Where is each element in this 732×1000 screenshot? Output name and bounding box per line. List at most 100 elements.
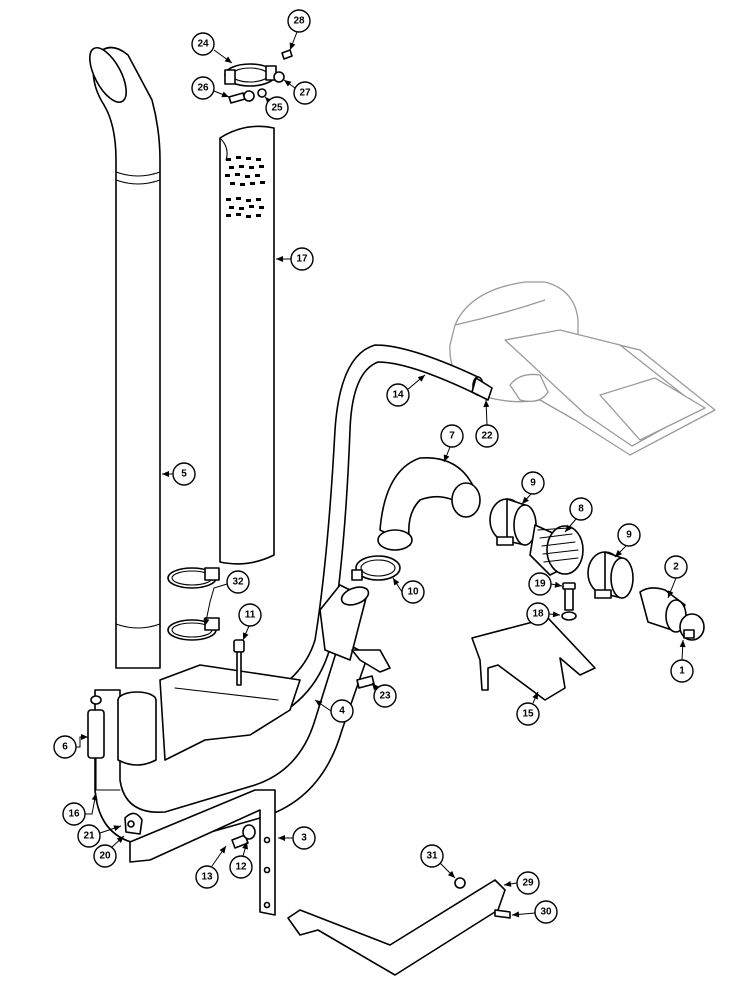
callout-arrowhead: [372, 683, 379, 691]
callout-circle: [526, 602, 550, 626]
callout-c6: 6: [53, 734, 88, 759]
callout-arrowhead: [483, 400, 490, 408]
callout-c32: 32: [203, 570, 250, 627]
callout-c28: 28: [287, 9, 311, 51]
callout-number: 22: [481, 431, 493, 442]
callout-circle: [191, 32, 215, 56]
callout-c25: 25: [264, 96, 289, 120]
callout-c10: 10: [392, 577, 425, 604]
callout-circle: [440, 424, 464, 448]
callout-arrowhead: [447, 870, 455, 878]
callout-circle: [516, 702, 540, 726]
callout-number: 9: [530, 478, 536, 489]
callout-number: 19: [534, 579, 546, 590]
callout-layer: 1234567899101112131415161718192021222324…: [53, 9, 694, 924]
callout-circle: [265, 96, 289, 120]
callout-number: 8: [578, 504, 584, 515]
callout-c13: 13: [195, 845, 227, 889]
callout-circle: [569, 497, 593, 521]
callout-c9a: 9: [521, 471, 545, 505]
bolts-and-washer: [231, 639, 375, 849]
callout-arrowhead: [276, 256, 283, 262]
callout-c30: 30: [511, 900, 558, 924]
callout-c8: 8: [564, 497, 593, 533]
callout-c14: 14: [386, 374, 426, 407]
pipe-clamps: [167, 567, 220, 641]
callout-circle: [290, 247, 314, 271]
mounting-bracket: [129, 789, 276, 916]
callout-c16: 16: [62, 792, 98, 826]
callout-circle: [373, 684, 397, 708]
callout-c20: 20: [93, 835, 125, 868]
callout-number: 3: [301, 833, 307, 844]
callout-circle: [172, 462, 196, 486]
callout-number: 7: [449, 431, 455, 442]
callout-arrowhead: [679, 640, 686, 648]
stack-clamp-assembly: [224, 49, 293, 104]
callout-number: 1: [679, 666, 685, 677]
callout-arrowhead: [552, 611, 560, 618]
callout-arrowhead: [512, 911, 520, 918]
callout-number: 13: [201, 872, 213, 883]
callout-arrowhead: [284, 80, 292, 87]
callout-c31: 31: [420, 844, 456, 879]
callout-c17: 17: [276, 247, 314, 271]
callout-c21: 21: [77, 824, 122, 848]
support-bracket: [471, 582, 596, 701]
callout-number: 2: [673, 562, 679, 573]
callout-c29: 29: [503, 871, 540, 895]
callout-c19: 19: [528, 572, 563, 596]
callout-c11: 11: [238, 603, 262, 641]
callout-circle: [93, 844, 117, 868]
callout-circle: [475, 424, 499, 448]
intake-hose-assembly: [489, 498, 705, 641]
callout-number: 12: [235, 862, 247, 873]
callout-number: 30: [540, 907, 552, 918]
callout-circle: [238, 603, 262, 627]
tube-clip: [124, 812, 143, 835]
callout-arrowhead: [615, 549, 623, 557]
callout-circle: [293, 81, 317, 105]
callout-circle: [386, 383, 410, 407]
drain-tube: [87, 695, 121, 791]
callout-arrowhead: [565, 524, 572, 532]
callout-c26: 26: [191, 76, 230, 100]
callout-circle: [521, 471, 545, 495]
callout-number: 17: [296, 254, 308, 265]
callout-c27: 27: [283, 79, 317, 105]
callout-arrowhead: [315, 700, 323, 707]
callout-arrowhead: [443, 454, 450, 462]
intake-elbow: [377, 457, 481, 551]
callout-arrowhead: [289, 42, 296, 50]
callout-circle: [401, 580, 425, 604]
callout-circle: [330, 699, 354, 723]
callout-number: 10: [407, 587, 419, 598]
callout-circle: [617, 523, 641, 547]
callout-number: 28: [293, 16, 305, 27]
callout-number: 6: [62, 742, 68, 753]
callout-number: 5: [181, 469, 187, 480]
callout-c4: 4: [314, 699, 354, 723]
callout-number: 31: [426, 851, 438, 862]
callout-circle: [229, 855, 253, 879]
callout-leader-line: [204, 583, 228, 627]
callout-arrowhead: [224, 56, 232, 63]
callout-arrowhead: [667, 590, 674, 598]
callout-c5: 5: [162, 462, 196, 486]
callout-number: 4: [339, 706, 345, 717]
callout-arrowhead: [532, 692, 538, 700]
callout-arrowhead: [162, 471, 169, 477]
callout-c18: 18: [526, 602, 561, 626]
callout-circle: [77, 824, 101, 848]
callout-arrowhead: [221, 91, 229, 98]
elbow-clamp: [351, 555, 401, 581]
callout-arrowhead: [116, 836, 124, 843]
callout-arrowhead: [417, 375, 425, 382]
callout-arrowhead: [242, 842, 248, 850]
callout-circle: [292, 826, 316, 850]
callout-c3: 3: [278, 826, 316, 850]
callout-number: 15: [522, 709, 534, 720]
callout-arrowhead: [393, 578, 400, 586]
callout-number: 24: [197, 39, 209, 50]
